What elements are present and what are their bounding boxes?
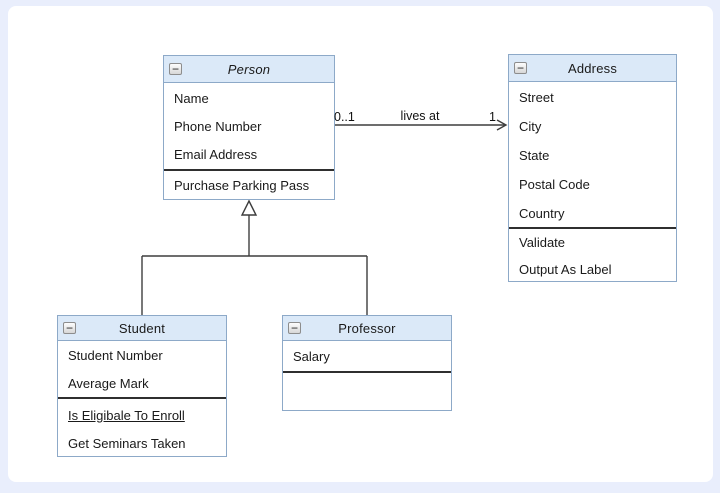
attribute: Email Address [174,146,258,162]
attribute: Phone Number [174,118,262,134]
attribute: Student Number [68,347,163,363]
class-address[interactable]: − Address Street City State Postal Code … [508,54,677,282]
attribute: Name [174,90,209,106]
operation: Get Seminars Taken [68,435,186,451]
attribute: Average Mark [68,375,149,391]
professor-operations-empty [283,371,451,410]
collapse-icon[interactable]: − [514,62,527,74]
association-label: lives at [400,109,440,123]
operation: Output As Label [519,262,612,277]
class-student-header: − Student [58,316,226,341]
address-attributes: Street City State Postal Code Country [509,82,676,227]
multiplicity-target: 1 [489,110,496,124]
attribute: State [519,148,550,163]
collapse-icon[interactable]: − [288,322,301,334]
professor-attributes: Salary [283,341,451,371]
class-title: Student [118,320,166,336]
class-student[interactable]: − Student Student Number Average Mark Is… [57,315,227,457]
collapse-icon[interactable]: − [63,322,76,334]
attribute: City [519,119,542,134]
student-attributes: Student Number Average Mark [58,341,226,397]
student-operations: Is Eligibale To Enroll Get Seminars Take… [58,397,226,456]
attribute: Street [519,90,554,105]
operation: Validate [519,235,566,250]
class-professor-header: − Professor [283,316,451,341]
class-title: Person [227,61,271,77]
attribute: Postal Code [519,177,590,192]
class-title: Professor [338,320,396,336]
person-operations: Purchase Parking Pass [164,169,334,199]
attribute: Salary [293,348,330,364]
class-title: Address [567,60,618,76]
class-person[interactable]: − Person Name Phone Number Email Address… [163,55,335,200]
collapse-icon[interactable]: − [169,63,182,75]
person-attributes: Name Phone Number Email Address [164,83,334,169]
multiplicity-source: 0..1 [334,110,355,124]
class-person-header: − Person [164,56,334,83]
attribute: Country [519,206,565,221]
operation: Is Eligibale To Enroll [68,407,185,423]
operation: Purchase Parking Pass [174,178,310,193]
class-professor[interactable]: − Professor Salary [282,315,452,411]
address-operations: Validate Output As Label [509,227,676,281]
class-address-header: − Address [509,55,676,82]
